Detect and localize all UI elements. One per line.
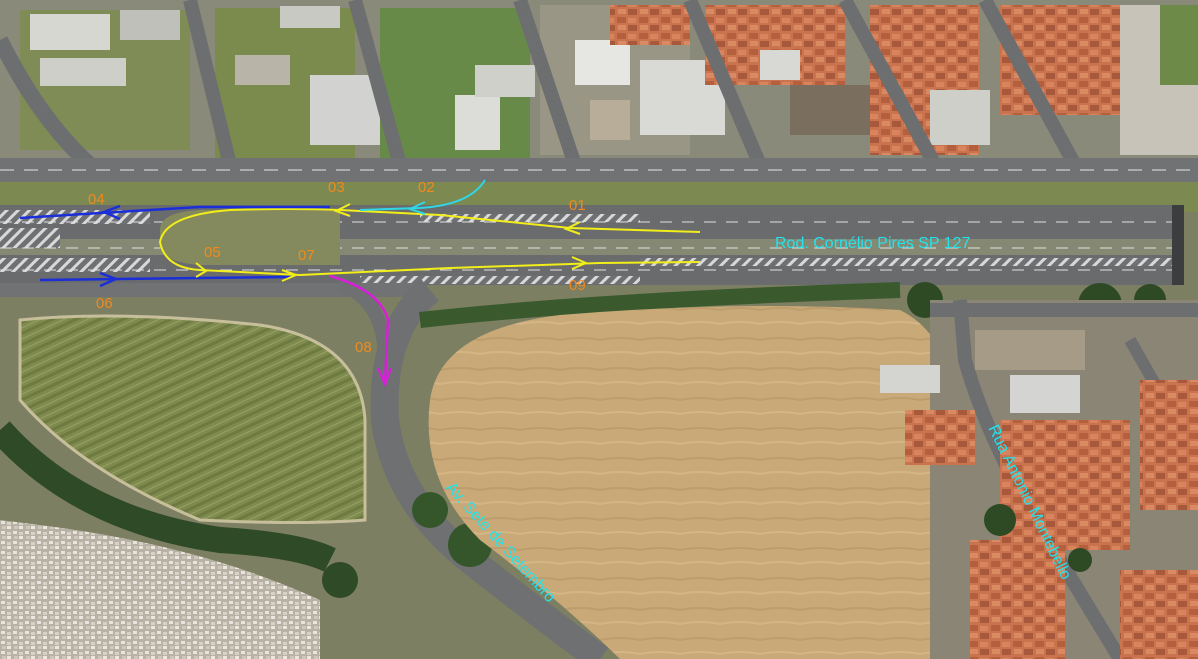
cemetery — [0, 520, 320, 659]
marker-06: 06 — [96, 295, 113, 312]
marker-03: 03 — [328, 179, 345, 196]
route-blue-upper — [19, 205, 330, 220]
arrowhead-icon — [100, 204, 121, 221]
number-markers: 01 02 03 04 05 06 07 08 09 — [88, 179, 586, 356]
arrowhead-icon — [563, 221, 581, 235]
route-overlay — [19, 179, 701, 388]
route-yellow-lower — [299, 261, 701, 276]
marker-04: 04 — [88, 191, 105, 208]
route-magenta — [329, 274, 390, 381]
route-blue-lower — [39, 275, 291, 282]
route-yellow-loop — [158, 208, 341, 276]
arrowhead-icon — [281, 269, 299, 282]
arrowhead-icon — [407, 201, 426, 215]
arrowhead-icon — [571, 256, 589, 270]
highway-label: Rod. Cornélio Pires SP 127 — [775, 235, 970, 252]
route-yellow-upper — [339, 209, 701, 233]
route-cyan — [359, 179, 486, 211]
arrowhead-icon — [195, 262, 208, 278]
marker-07: 07 — [298, 247, 315, 264]
south-east-urban-area — [880, 299, 1198, 659]
av-sete-de-setembro-road — [370, 279, 609, 659]
marker-05: 05 — [204, 244, 221, 261]
arrowhead-icon — [376, 367, 393, 388]
loop-island — [160, 210, 340, 265]
arrowhead-icon — [99, 271, 120, 288]
arrowhead-icon — [333, 203, 351, 217]
dirt-field — [428, 306, 990, 659]
marker-09: 09 — [569, 277, 586, 294]
north-urban-area — [0, 0, 1198, 171]
marker-01: 01 — [569, 197, 586, 214]
marker-02: 02 — [418, 179, 435, 196]
exit-ramp — [337, 277, 392, 361]
marker-08: 08 — [355, 339, 372, 356]
